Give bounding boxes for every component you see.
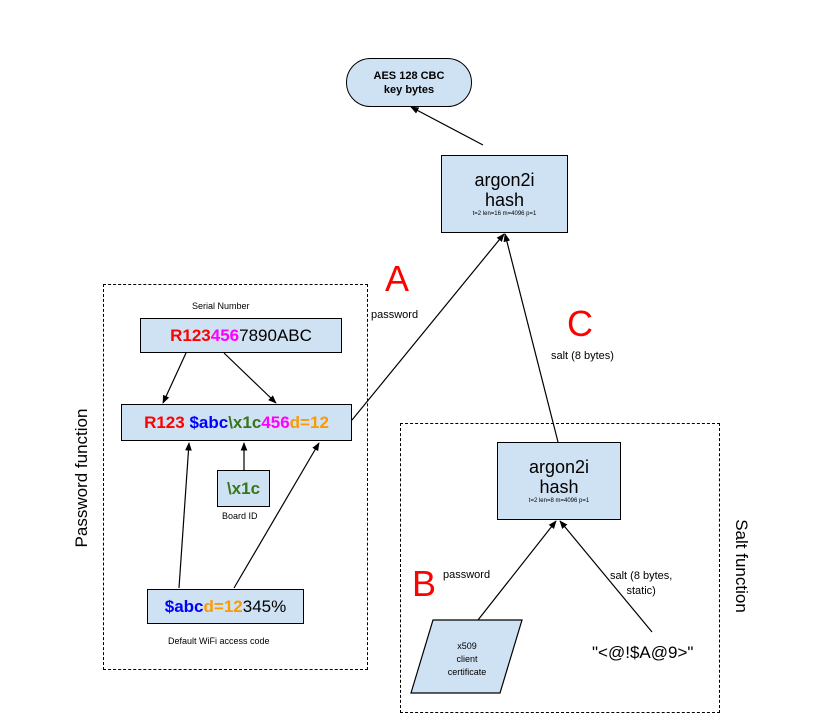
argon2i-top-subtitle: hash — [484, 189, 525, 210]
serial-seg-123: 123 — [182, 325, 211, 345]
serial-seg-456: 456 — [210, 325, 240, 345]
edge-serial-to-r123 — [162, 352, 187, 404]
board-id-node: \x1c — [217, 470, 270, 507]
edge-wifi-to-abc — [178, 442, 192, 589]
salt-function-label: Salt function — [732, 519, 751, 613]
edge-serial-to-456 — [223, 352, 277, 404]
board-id-value: \x1c — [226, 478, 261, 498]
board-id-caption: Board ID — [222, 511, 258, 521]
certificate-line3: certificate — [447, 667, 487, 677]
argon2i-top-params: t=2 len=16 m=4096 p=1 — [472, 210, 537, 217]
password-function-label: Password function — [72, 408, 91, 548]
certificate-shape — [410, 619, 523, 694]
edge-label-salt-static-line1: salt (8 bytes, — [610, 570, 673, 582]
marker-a: A — [385, 258, 410, 299]
argon2i-salt-params: t=2 len=8 m=4096 p=1 — [528, 497, 590, 504]
edge-label-password-a: password — [371, 309, 419, 321]
certificate-line2: client — [456, 654, 478, 664]
pw-seg-d12: d=12 — [289, 412, 329, 432]
argon2i-salt-title: argon2i — [528, 456, 590, 477]
salt-function-group — [400, 423, 720, 713]
pw-seg-abc: $abc — [189, 412, 229, 432]
wifi-seg-d12: d=12 — [203, 596, 243, 616]
certificate-line1: x509 — [457, 641, 477, 651]
wifi-seg-abc: $abc — [164, 596, 204, 616]
argon2i-salt-subtitle: hash — [539, 476, 579, 497]
marker-c: C — [567, 303, 593, 344]
serial-seg-r: R — [170, 325, 183, 345]
wifi-code-caption: Default WiFi access code — [168, 636, 270, 646]
edge-salt-argon-to-argon — [503, 233, 559, 443]
edge-password-to-argon — [351, 233, 505, 421]
marker-b: B — [412, 563, 437, 604]
edge-static-to-salt-argon — [559, 520, 653, 633]
aes-key-node: AES 128 CBC key bytes — [346, 58, 472, 107]
argon2i-top-node: argon2i hash t=2 len=16 m=4096 p=1 — [441, 155, 568, 233]
edge-label-salt-c: salt (8 bytes) — [551, 350, 614, 362]
edge-wifi-to-d12 — [233, 442, 320, 589]
argon2i-top-title: argon2i — [474, 169, 535, 190]
certificate-label: x509 client certificate — [426, 640, 508, 679]
static-salt-value: "<@!$A@9>" — [592, 643, 694, 662]
serial-number-caption: Serial Number — [192, 301, 250, 311]
edge-label-salt-static-line2: static) — [626, 585, 656, 597]
edge-cert-to-salt-argon — [477, 520, 557, 621]
pw-seg-r123: R123 — [144, 412, 185, 432]
pw-seg-x1c: \x1c — [228, 412, 262, 432]
edge-argon-to-aes — [410, 106, 484, 146]
edge-label-salt-static: salt (8 bytes, static) — [610, 569, 672, 599]
argon2i-salt-node: argon2i hash t=2 len=8 m=4096 p=1 — [497, 442, 621, 520]
serial-seg-rest: 7890ABC — [239, 325, 312, 345]
aes-key-line2: key bytes — [383, 83, 435, 96]
aes-key-line1: AES 128 CBC — [373, 69, 445, 82]
password-function-group — [103, 284, 368, 670]
wifi-seg-rest: 345% — [242, 596, 287, 616]
pw-seg-456: 456 — [261, 412, 290, 432]
edge-label-password-b: password — [443, 569, 491, 581]
